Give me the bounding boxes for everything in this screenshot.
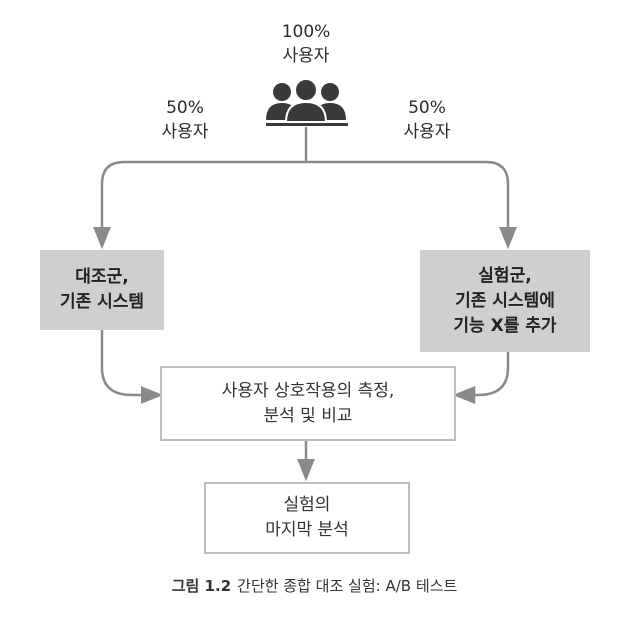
left-split-text: 사용자	[161, 122, 209, 142]
figure-number: 그림 1.2	[171, 577, 232, 595]
measure-line-1: 사용자 상호작용의 측정,	[221, 380, 395, 401]
control-group-box: 대조군, 기존 시스템	[40, 250, 164, 330]
figure-caption-text: 간단한 종합 대조 실험: A/B 테스트	[237, 577, 458, 595]
total-users-percent: 100%	[281, 22, 331, 42]
final-analysis-box: 실험의 마지막 분석	[204, 482, 410, 554]
final-line-2: 마지막 분석	[265, 520, 349, 540]
arrow-control-to-measure	[100, 328, 164, 404]
control-group-line-1: 대조군,	[75, 267, 129, 287]
arrow-to-experiment	[304, 160, 517, 250]
arrow-experiment-to-measure	[452, 350, 510, 404]
experiment-group-line-3: 기능 X를 추가	[453, 315, 557, 336]
total-users-text: 사용자	[282, 46, 330, 66]
experiment-group-line-1: 실험군,	[478, 265, 532, 286]
right-split-label: 50% 사용자	[382, 96, 472, 144]
left-split-percent: 50%	[166, 98, 204, 118]
total-users-label: 100% 사용자	[256, 20, 356, 68]
experiment-group-line-2: 기존 시스템에	[455, 290, 555, 311]
left-split-label: 50% 사용자	[140, 96, 230, 144]
arrow-to-control	[93, 160, 308, 250]
figure-caption: 그림 1.2 간단한 종합 대조 실험: A/B 테스트	[0, 575, 629, 596]
control-group-line-2: 기존 시스템	[59, 292, 145, 312]
users-group-icon	[266, 78, 348, 126]
measure-line-2: 분석 및 비교	[263, 405, 353, 426]
right-split-text: 사용자	[403, 122, 451, 142]
experiment-group-box: 실험군, 기존 시스템에 기능 X를 추가	[420, 250, 590, 352]
right-split-percent: 50%	[408, 98, 446, 118]
final-line-1: 실험의	[283, 495, 331, 515]
measure-compare-box: 사용자 상호작용의 측정, 분석 및 비교	[160, 366, 456, 441]
